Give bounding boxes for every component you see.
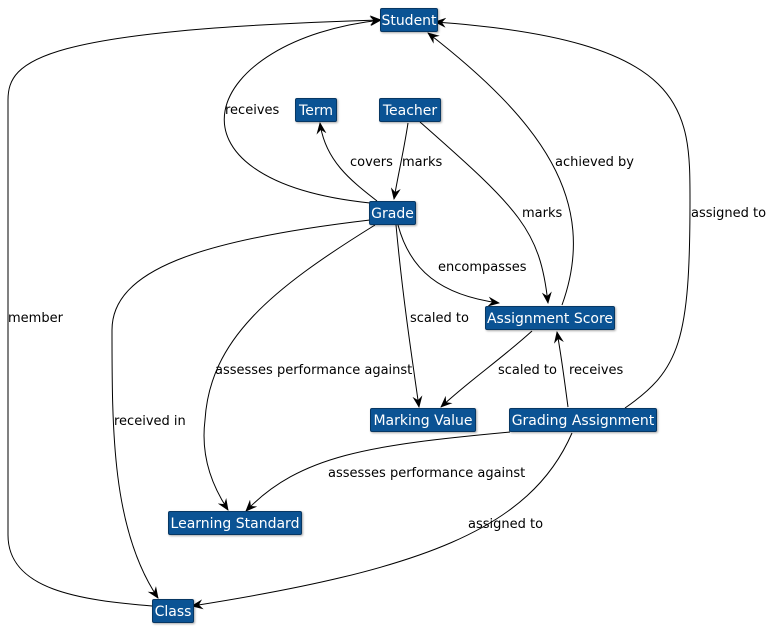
edge-assignment-score-achieved-by-student: achieved by (427, 32, 634, 306)
edge-assignment-score-scaled-to-marking-value: scaled to (440, 330, 557, 408)
edge-label: received in (114, 414, 186, 429)
edge-label: assigned to (691, 206, 766, 221)
node-marking-value[interactable]: Marking Value (370, 408, 476, 432)
edge-teacher-marks-assignment-score: marks (419, 121, 563, 304)
edge-grade-scaled-to-marking-value: scaled to (395, 224, 469, 408)
edge-grading-assignment-assigned-to-class: assigned to (191, 432, 573, 610)
edge-grade-assesses-learning-standard: assesses performance against (203, 224, 412, 511)
edge-grade-received-in-class: received in (111, 219, 371, 599)
edge-label: assesses performance against (328, 466, 525, 481)
edge-grade-covers-term: covers (316, 122, 393, 202)
edge-label: covers (350, 155, 393, 170)
edge-label: assigned to (468, 517, 543, 532)
edge-label: receives (225, 103, 280, 118)
node-student[interactable]: Student (380, 8, 438, 32)
edge-label: scaled to (410, 311, 469, 326)
edge-grading-assignment-receives-assignment-score: receives (554, 331, 624, 408)
node-teacher[interactable]: Teacher (379, 98, 441, 122)
edge-label: member (8, 311, 64, 326)
edge-grading-assignment-assigned-to-student: assigned to (434, 17, 766, 409)
edge-label: receives (569, 363, 624, 378)
node-assignment-score[interactable]: Assignment Score (485, 306, 615, 330)
edge-grading-assignment-assesses-learning-standard: assesses performance against (245, 431, 525, 512)
edge-label: achieved by (555, 155, 634, 170)
edge-label: scaled to (498, 363, 557, 378)
node-term[interactable]: Term (295, 98, 337, 122)
edge-label: marks (402, 155, 443, 170)
edge-grade-encompasses-assignment-score: encompasses (397, 224, 527, 307)
edge-label: assesses performance against (215, 363, 412, 378)
edge-grade-receives-student: receives (223, 16, 382, 204)
node-learning-standard[interactable]: Learning Standard (168, 511, 302, 535)
edge-teacher-marks-grade: marks (390, 122, 443, 200)
edge-label: marks (522, 206, 563, 221)
edge-class-member-student: member (7, 15, 382, 607)
node-grading-assignment[interactable]: Grading Assignment (509, 408, 657, 432)
node-class[interactable]: Class (152, 599, 194, 623)
edge-label: encompasses (438, 260, 527, 275)
node-grade[interactable]: Grade (369, 201, 416, 225)
